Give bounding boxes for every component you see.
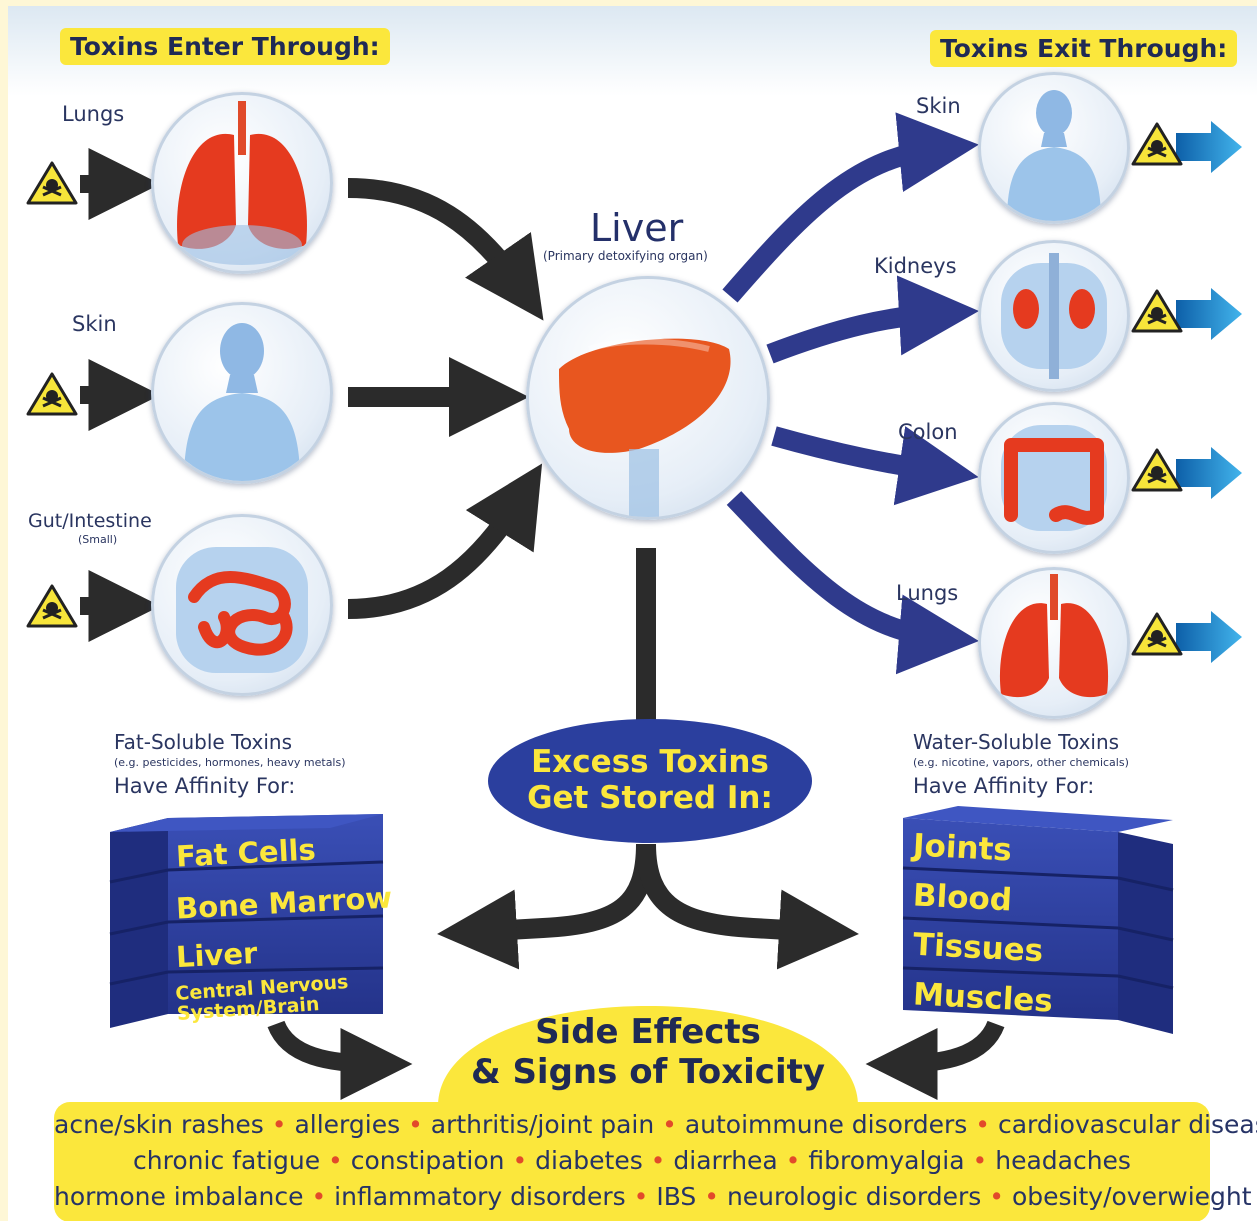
water-soluble-examples: (e.g. nicotine, vapors, other chemicals) (913, 756, 1129, 769)
side-effects-title-line1: Side Effects (448, 1012, 848, 1052)
separator-dot: • (778, 1146, 809, 1175)
separator-dot: • (505, 1146, 536, 1175)
side-effect-item: diarrhea (673, 1146, 777, 1175)
side-effect-item: autoimmune disorders (685, 1110, 967, 1139)
enter-skin-label: Skin (72, 312, 117, 336)
enter-header: Toxins Enter Through: (60, 28, 390, 65)
side-effect-item: IBS (656, 1182, 696, 1211)
storage-text: Excess Toxins Get Stored In: (488, 744, 812, 816)
side-effect-item: chronic fatigue (133, 1146, 320, 1175)
separator-dot: • (654, 1110, 685, 1139)
exit-kidneys-label: Kidneys (874, 254, 957, 278)
side-effect-item: constipation (351, 1146, 505, 1175)
lungs-illustration (151, 92, 333, 274)
skin-body-illustration (151, 302, 333, 484)
enter-gut-sublabel: (Small) (78, 533, 117, 546)
side-effect-item: headaches (995, 1146, 1131, 1175)
storage-line2: Get Stored In: (488, 780, 812, 816)
block-joints: Joints (912, 827, 1013, 868)
separator-dot: • (981, 1182, 1012, 1211)
side-effects-line3: hormone imbalance • inflammatory disorde… (54, 1182, 1210, 1211)
side-effects-title: Side Effects & Signs of Toxicity (448, 1012, 848, 1092)
colon-illustration (978, 402, 1130, 554)
separator-dot: • (965, 1146, 996, 1175)
separator-dot: • (400, 1110, 431, 1139)
separator-dot: • (264, 1110, 295, 1139)
separator-dot: • (320, 1146, 351, 1175)
kidneys-illustration (978, 240, 1130, 392)
separator-dot: • (626, 1182, 657, 1211)
side-effects-title-line2: & Signs of Toxicity (448, 1052, 848, 1092)
to-liver-arrows (348, 188, 523, 609)
separator-dot: • (696, 1182, 727, 1211)
side-effect-item: neurologic disorders (727, 1182, 981, 1211)
water-soluble-title: Water-Soluble Toxins (913, 730, 1119, 754)
exit-lungs-illustration (978, 567, 1130, 719)
side-effects-line2: chronic fatigue • constipation • diabete… (54, 1146, 1210, 1175)
infographic: Toxins Enter Through: Toxins Exit Throug… (8, 6, 1257, 1221)
exit-skin-illustration (978, 72, 1130, 224)
exit-lungs-label: Lungs (896, 581, 958, 605)
fat-soluble-affinity: Have Affinity For: (114, 774, 295, 798)
fat-soluble-title: Fat-Soluble Toxins (114, 730, 292, 754)
side-effects-line1: acne/skin rashes • allergies • arthritis… (54, 1110, 1210, 1139)
side-effect-item: acne/skin rashes (54, 1110, 264, 1139)
storage-line1: Excess Toxins (488, 744, 812, 780)
side-effect-item: fibromyalgia (808, 1146, 964, 1175)
side-effect-item: diabetes (535, 1146, 643, 1175)
side-effect-item: hormone imbalance (54, 1182, 304, 1211)
separator-dot: • (304, 1182, 335, 1211)
separator-dot: • (967, 1110, 998, 1139)
block-muscles: Muscles (912, 976, 1054, 1019)
enter-lungs-label: Lungs (62, 102, 124, 126)
intestine-illustration (151, 514, 333, 696)
exit-header: Toxins Exit Through: (930, 30, 1237, 67)
block-liver: Liver (175, 936, 258, 974)
liver-illustration (526, 276, 770, 520)
liver-title: Liver (590, 206, 683, 250)
liver-subtitle: (Primary detoxifying organ) (543, 249, 708, 263)
side-effect-item: inflammatory disorders (334, 1182, 626, 1211)
fat-soluble-examples: (e.g. pesticides, hormones, heavy metals… (114, 756, 346, 769)
block-tissues: Tissues (912, 927, 1044, 970)
side-effect-item: cardiovascular disease (998, 1110, 1257, 1139)
separator-dot: • (643, 1146, 674, 1175)
side-effect-item: obesity/overwieght (1012, 1182, 1252, 1211)
block-blood: Blood (912, 877, 1013, 918)
side-effect-item: allergies (294, 1110, 400, 1139)
enter-gut-label: Gut/Intestine (28, 510, 152, 532)
water-soluble-affinity: Have Affinity For: (913, 774, 1094, 798)
side-effects-panel: acne/skin rashes • allergies • arthritis… (54, 1102, 1210, 1221)
exit-blue-arrows (1176, 121, 1242, 663)
exit-skin-label: Skin (916, 94, 961, 118)
exit-colon-label: Colon (898, 420, 958, 444)
side-effect-item: arthritis/joint pain (431, 1110, 654, 1139)
